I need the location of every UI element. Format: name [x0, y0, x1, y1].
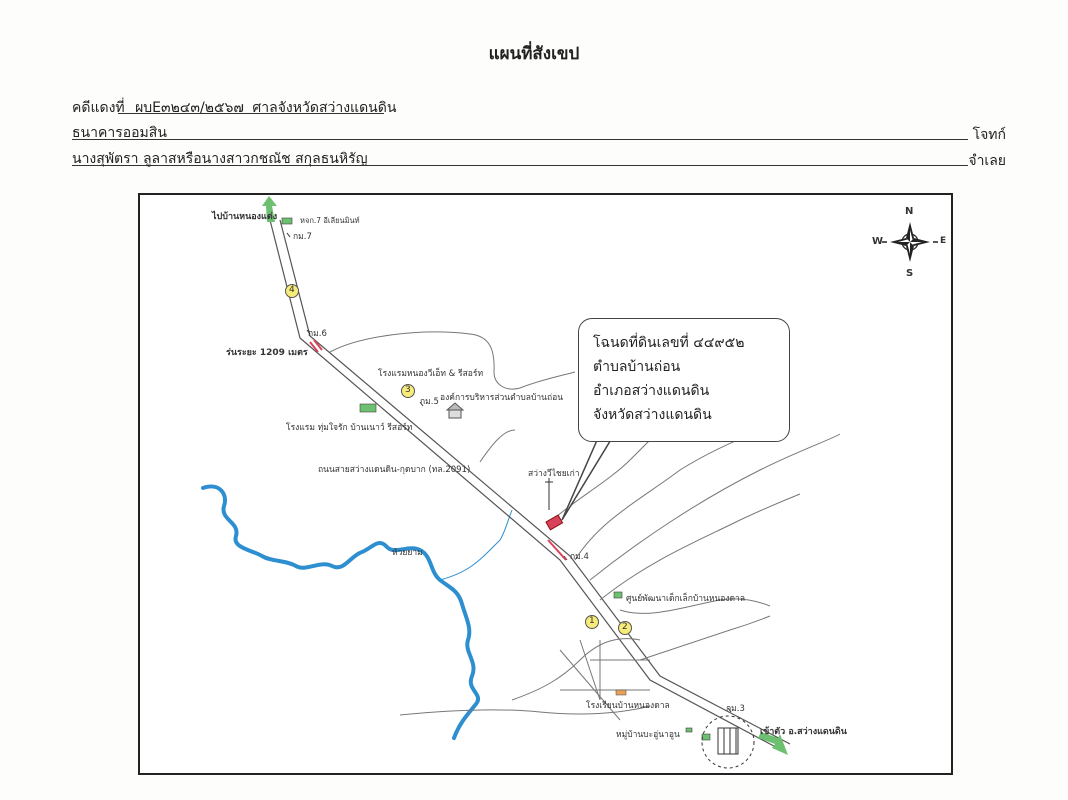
office-roof	[445, 402, 465, 411]
case-line: คดีแดงที่ ผบE๓๒๔๓/๒๕๖๗ ศาลจังหวัดสว่างแด…	[72, 97, 396, 119]
court-name: ศาลจังหวัดสว่างแดนดิน	[252, 100, 397, 116]
label-child-center: ศูนย์พัฒนาเด็กเล็กบ้านหนองดาล	[626, 594, 746, 604]
callout-line-1: โฉนดที่ดินเลขที่ ๔๔๙๕๒	[593, 335, 745, 351]
label-river: ห้วยยาม	[392, 548, 423, 558]
case-underline	[118, 113, 384, 114]
page-title: แผนที่สังเขป	[488, 44, 580, 64]
marker-2: 2	[622, 622, 628, 632]
parcel-callout: โฉนดที่ดินเลขที่ ๔๔๙๕๒ ตำบลบ้านถ่อน อำเภ…	[578, 318, 790, 442]
marker-circles	[285, 284, 632, 635]
defendant-name: นางสุพัตรา ลูลาสหรือนางสาวกชณัช สกุลธนหิ…	[72, 151, 368, 167]
marker-4: 4	[289, 285, 295, 295]
label-resort1: โรงแรมหนองวีเอ็ท & รีสอร์ท	[378, 369, 484, 379]
office-building	[448, 409, 462, 419]
label-temple: สว่างวีไชยเก่า	[528, 469, 580, 479]
callout-line-2: ตำบลบ้านถ่อน	[593, 359, 681, 375]
case-label: คดีแดงที่	[72, 100, 125, 116]
main-highway-edge	[279, 219, 791, 745]
label-resort2: โรงแรม ทุ่มใจรัก บ้านเนาว์ รีสอร์ท	[286, 423, 413, 433]
temple-mark	[545, 478, 553, 510]
label-distance: ร่นระยะ 1209 เมตร	[226, 348, 308, 358]
defendant-underline	[72, 165, 968, 166]
label-km6: กม.6	[308, 329, 327, 339]
side-roads	[329, 331, 841, 721]
school-building	[615, 689, 627, 696]
case-number: ผบE๓๒๔๓/๒๕๖๗	[135, 100, 244, 116]
distance-marker	[309, 339, 323, 353]
main-highway	[269, 219, 786, 753]
label-km7: กม.7	[293, 232, 312, 242]
compass-e: E	[940, 236, 947, 246]
village-circle	[701, 715, 755, 769]
callout-line-4: จังหวัดสว่างแดนดิน	[593, 407, 712, 423]
label-to-north: ไปบ้านหนองแต่ง	[212, 212, 278, 222]
compass-s: S	[906, 268, 914, 279]
km-posts	[286, 232, 732, 713]
label-to-town: เข้าตัว อ.สว่างแดนดิน	[760, 727, 847, 737]
label-school: โรงเรียนบ้านหนองดาล	[586, 701, 670, 711]
map-frame	[138, 193, 953, 775]
marker-1: 1	[589, 616, 595, 626]
label-landmark-top: หจก.7 อีเลียนมินท์	[300, 216, 360, 225]
marker-3: 3	[405, 385, 411, 395]
plaintiff-role: โจทก์	[972, 127, 1006, 143]
roadside-mark	[547, 539, 567, 561]
stream	[439, 509, 513, 581]
label-km4: กม.4	[570, 552, 589, 562]
plaintiff-underline	[72, 139, 968, 140]
compass-n: N	[905, 206, 914, 217]
callout-line-3: อำเภอสว่างแดนดิน	[593, 383, 710, 399]
land-parcel	[545, 514, 564, 531]
buildings	[281, 217, 711, 741]
label-village: หมู่บ้านบะอู่นาอูน	[616, 730, 680, 740]
north-arrow	[262, 196, 277, 222]
label-tambon-office: องค์การบริหารส่วนตำบลบ้านถ่อน	[440, 393, 564, 403]
label-km3: กม.3	[726, 704, 745, 714]
river	[201, 484, 480, 740]
label-km5: กม.5	[420, 397, 439, 407]
town-arrow	[758, 732, 788, 755]
compass-w: W	[872, 236, 884, 247]
plaintiff-name: ธนาคารออมสิน	[72, 125, 167, 141]
defendant-role: จำเลย	[968, 153, 1006, 169]
label-highway: ถนนสายสว่างแดนดิน-กุดบาก (ทล.2091)	[318, 465, 471, 475]
village-grid	[717, 727, 739, 755]
